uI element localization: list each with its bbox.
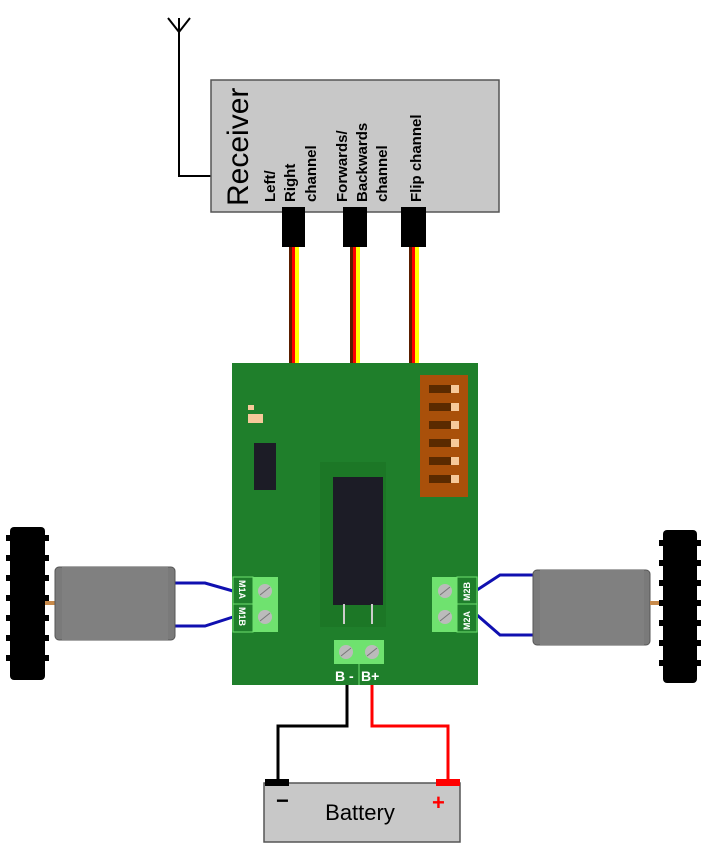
dip-switch bbox=[420, 375, 468, 497]
terminal-label-b-minus: B - bbox=[335, 668, 354, 684]
servo-cable-2 bbox=[343, 207, 367, 363]
battery-label: Battery bbox=[325, 800, 395, 825]
chip bbox=[254, 443, 276, 490]
pad bbox=[248, 414, 263, 423]
channel-2-line-1: Forwards/ bbox=[334, 129, 351, 202]
channel-3-line-1: Flip channel bbox=[408, 114, 425, 202]
terminal-label-m1b: M1B bbox=[237, 607, 247, 627]
channel-2-line-3: channel bbox=[374, 145, 391, 202]
positive-wire bbox=[370, 685, 450, 781]
terminal-block-m1: M1A M1B bbox=[232, 576, 278, 633]
servo-cable-3 bbox=[401, 207, 426, 363]
receiver-title: Receiver bbox=[222, 88, 255, 206]
servo-cables bbox=[282, 207, 426, 363]
terminal-label-m2b: M2B bbox=[462, 581, 472, 601]
servo-cable-1 bbox=[282, 207, 305, 363]
terminal-block-battery: B - B+ bbox=[334, 640, 384, 685]
motor-wires bbox=[175, 573, 533, 637]
terminal-block-m2: M2B M2A bbox=[432, 576, 478, 633]
capacitor bbox=[333, 477, 383, 624]
channel-1-line-1: Left/ bbox=[262, 170, 279, 202]
positive-terminal bbox=[436, 779, 460, 786]
motor-controller-board: M1A M1B M2B M2A B - B+ bbox=[232, 363, 478, 685]
right-motor bbox=[532, 530, 701, 683]
battery: − + Battery bbox=[263, 779, 461, 843]
pad bbox=[248, 405, 254, 410]
terminal-label-m1a: M1A bbox=[237, 580, 247, 600]
channel-1-line-2: Right bbox=[282, 164, 299, 202]
left-motor bbox=[6, 527, 176, 680]
negative-terminal bbox=[265, 779, 289, 786]
terminal-label-m2a: M2A bbox=[462, 610, 472, 630]
antenna-icon bbox=[167, 17, 211, 177]
negative-wire bbox=[276, 685, 349, 781]
channel-2-line-2: Backwards bbox=[354, 123, 371, 202]
battery-negative-sign: − bbox=[276, 788, 289, 813]
receiver: Receiver Left/ Right channel Forwards/ B… bbox=[210, 79, 500, 213]
terminal-label-b-plus: B+ bbox=[361, 668, 379, 684]
battery-positive-sign: + bbox=[432, 790, 445, 815]
channel-1-line-3: channel bbox=[303, 145, 320, 202]
